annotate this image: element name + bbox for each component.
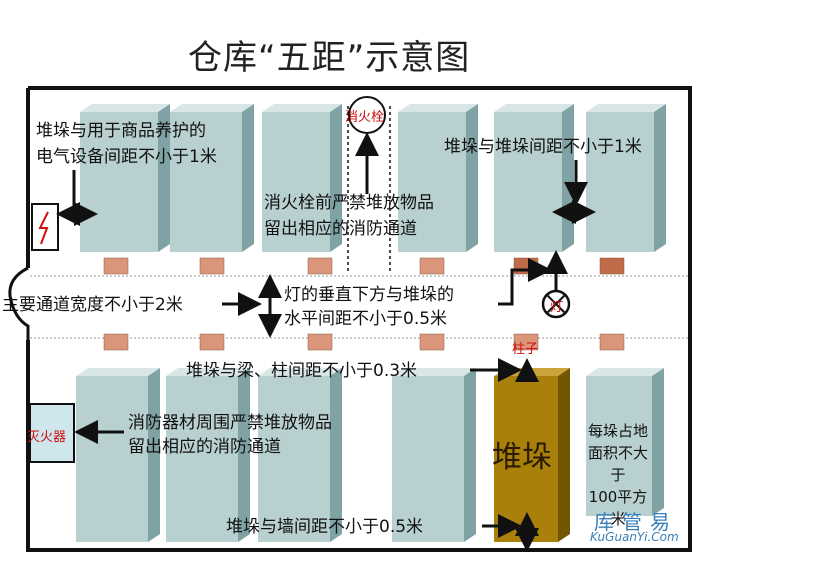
main-aisle	[30, 276, 688, 338]
stack-box	[258, 368, 342, 542]
stack-box	[170, 104, 254, 252]
highlighted-stack-label: 堆垛	[492, 440, 552, 475]
hydrant-label: 消火栓	[345, 110, 385, 125]
stack-box	[398, 104, 478, 252]
pillar	[419, 333, 445, 351]
main-aisle-label: 主要通道宽度不小于2米	[2, 295, 183, 315]
equipment-distance-label-1: 堆垛与用于商品养护的	[36, 121, 206, 141]
pillar	[599, 333, 625, 351]
stack-box	[586, 368, 664, 516]
pillar	[419, 257, 445, 275]
dimension-arrows	[56, 132, 596, 552]
column-label: 柱子	[512, 342, 539, 357]
hydrant-note-label-2: 留出相应的消防通道	[264, 219, 417, 239]
extinguisher-label: 灭火器	[27, 430, 67, 445]
extinguisher-note-label-1: 消防器材周围严禁堆放物品	[128, 413, 332, 433]
pillar	[103, 257, 129, 275]
pillar	[599, 257, 625, 275]
electric-box	[31, 203, 59, 251]
lamp-label: 灯	[550, 300, 564, 315]
brand-url: KuGuanYi.Com	[590, 530, 679, 544]
stack-box	[166, 368, 250, 542]
extinguisher-note-label-2: 留出相应的消防通道	[128, 437, 281, 457]
stack-box	[80, 104, 170, 252]
area-limit-line-2: 面积不大于	[587, 444, 648, 484]
wall-distance-label: 堆垛与墙间距不小于0.5米	[226, 517, 424, 537]
stack-box	[392, 368, 476, 542]
beam-column-label: 堆垛与梁、柱间距不小于0.3米	[186, 361, 418, 381]
area-limit-note: 每垛占地 面积不大于 100平方米	[582, 420, 654, 530]
area-limit-line-1: 每垛占地	[587, 422, 648, 440]
warehouse-walls	[8, 86, 692, 552]
lamp-x-icon	[541, 289, 571, 319]
pillar	[199, 257, 225, 275]
stack-box	[262, 104, 342, 252]
lightning-icon	[38, 211, 49, 245]
pillar	[307, 333, 333, 351]
brand-name: 库管易	[594, 510, 678, 534]
pillar	[307, 257, 333, 275]
area-limit-line-3: 100平方米	[588, 488, 648, 528]
lamp-distance-label-1: 灯的垂直下方与堆垛的	[284, 285, 454, 305]
stack-box	[494, 104, 574, 252]
pillar	[513, 257, 539, 275]
pillar	[103, 333, 129, 351]
stack-to-stack-label: 堆垛与堆垛间距不小于1米	[444, 137, 642, 157]
stack-box	[586, 104, 666, 252]
bottom-stacks	[76, 368, 664, 542]
equipment-distance-label-2: 电气设备间距不小于1米	[36, 147, 217, 167]
stack-box	[76, 368, 160, 542]
top-stacks	[80, 104, 666, 252]
diagram-title: 仓库“五距”示意图	[188, 38, 471, 78]
hydrant-note-label-1: 消火栓前严禁堆放物品	[264, 193, 434, 213]
pillar	[513, 333, 539, 351]
pillar	[199, 333, 225, 351]
lamp-distance-label-2: 水平间距不小于0.5米	[284, 309, 448, 329]
